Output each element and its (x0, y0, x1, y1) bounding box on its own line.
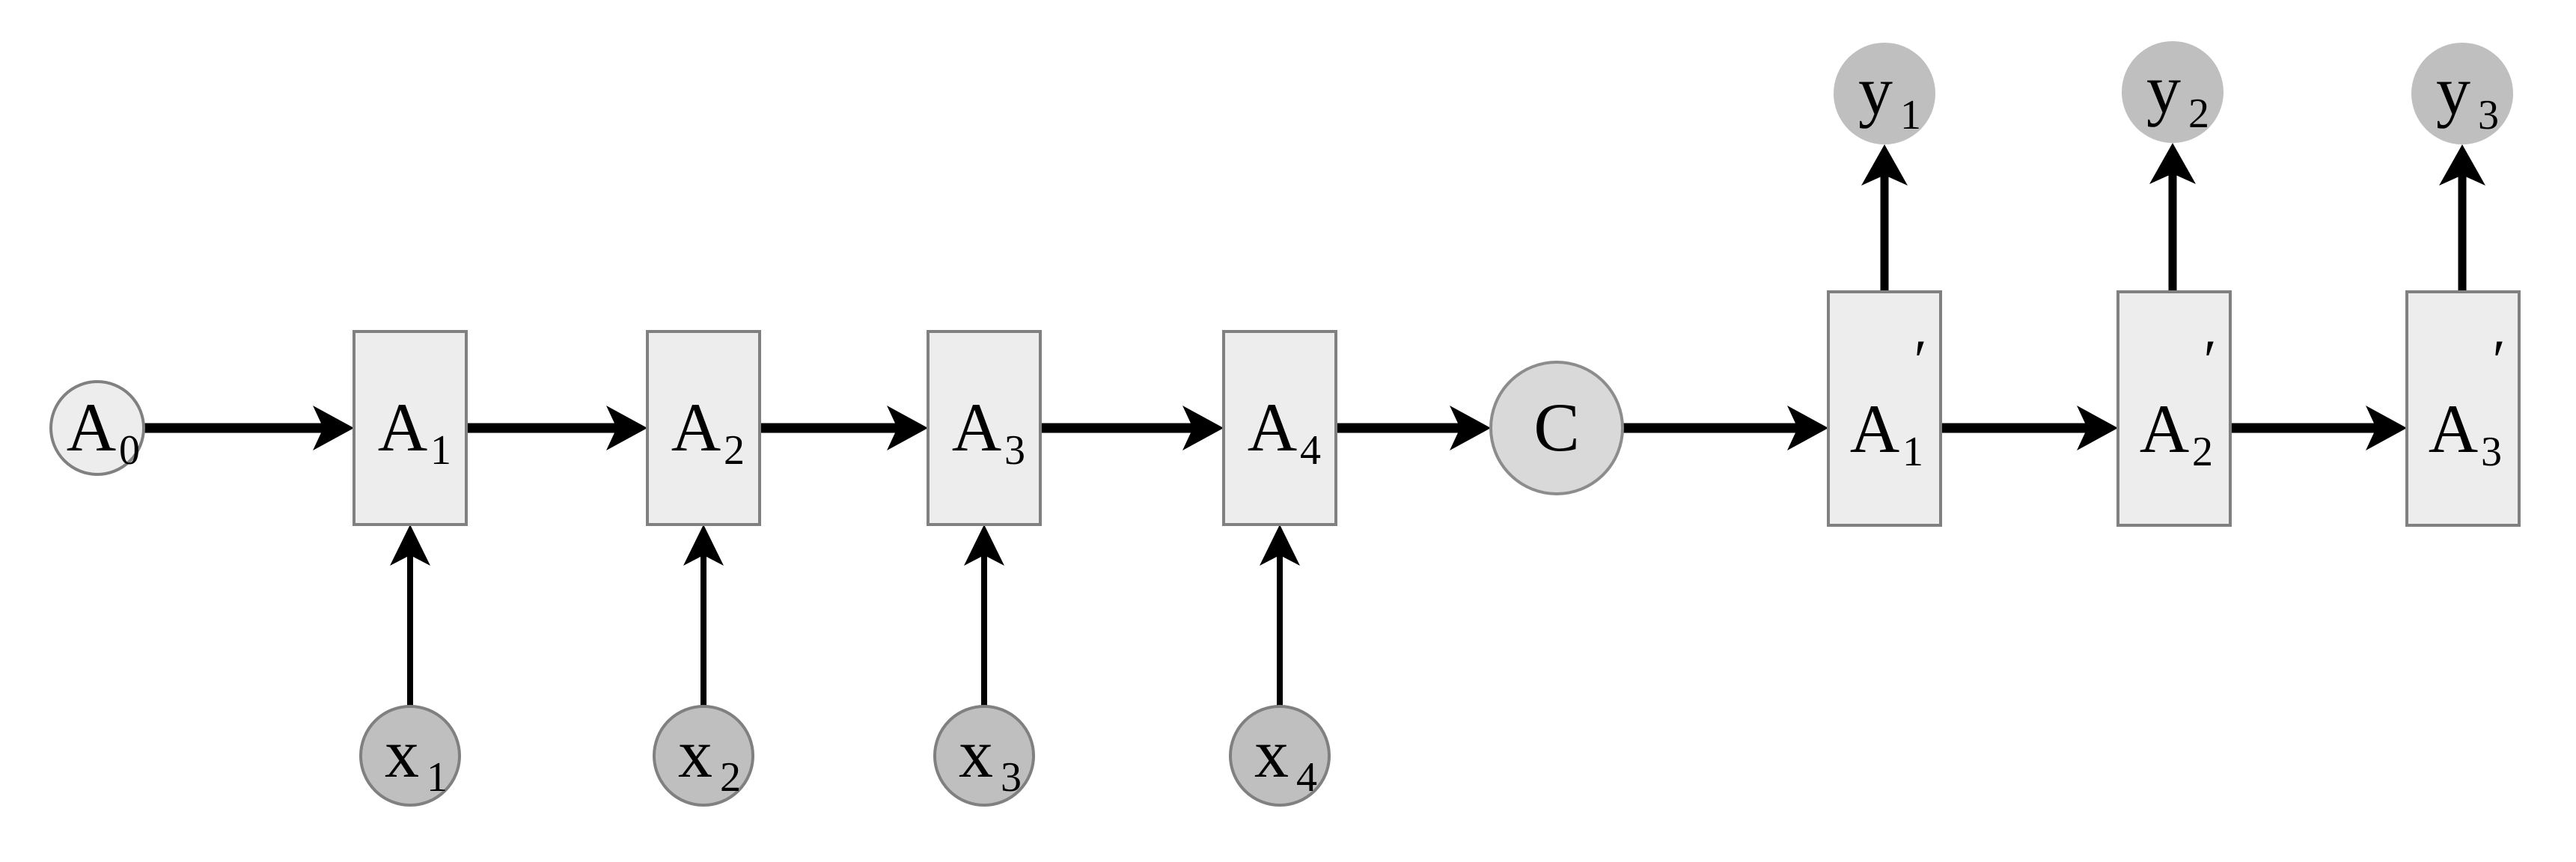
node-output-y1[interactable]: y 1 (1834, 43, 1935, 144)
node-shape-a3 (927, 330, 1042, 526)
node-sub-a3-prime: 3 (2481, 429, 2502, 475)
node-label-x2: x (678, 715, 712, 792)
node-label-x1: x (385, 715, 419, 792)
node-shape-a3-prime (2405, 290, 2521, 527)
edge-a1-to-a2 (466, 406, 647, 450)
node-prime-mark-a1-prime: ′ (1914, 328, 1926, 393)
node-label-a4: A (1248, 389, 1297, 465)
node-shape-y3 (2411, 43, 2513, 144)
node-output-y3[interactable]: y 3 (2411, 43, 2513, 144)
node-sub-y1: 1 (1900, 92, 1921, 138)
node-label-a2-prime: A (2140, 391, 2189, 467)
node-decoder-state-a1-prime[interactable]: A 1 ′ (1827, 290, 1942, 527)
node-shape-y1 (1834, 43, 1935, 144)
node-decoder-state-a3-prime[interactable]: A 3 ′ (2405, 290, 2521, 527)
node-sub-x1: 1 (427, 754, 448, 801)
node-shape-a0 (49, 380, 145, 476)
edge-a2-prime-to-a3-prime (2230, 406, 2407, 450)
edge-a1-prime-to-a2-prime (1941, 406, 2118, 450)
node-input-x2[interactable]: x 2 (653, 705, 754, 807)
node-shape-x3 (933, 705, 1035, 807)
node-shape-a4 (1222, 330, 1337, 526)
node-input-x3[interactable]: x 3 (933, 705, 1035, 807)
node-encoder-init-a0[interactable]: A 0 (49, 380, 145, 476)
edge-x2-to-a2 (683, 525, 724, 706)
edge-a2-prime-to-y2 (2149, 143, 2196, 292)
node-sub-a1-prime: 1 (1902, 429, 1923, 475)
node-sub-x2: 2 (720, 754, 741, 801)
node-encoder-state-a2[interactable]: A 2 (646, 330, 761, 526)
node-encoder-state-a1[interactable]: A 1 (352, 330, 468, 526)
node-input-x4[interactable]: x 4 (1229, 705, 1331, 807)
edge-a1-prime-to-y1 (1861, 144, 1908, 292)
node-sub-a2-prime: 2 (2192, 429, 2213, 475)
node-label-a3: A (952, 389, 1001, 465)
node-layer: A 0 A 1 A 2 A 3 A 4 (49, 41, 2521, 807)
edge-x1-to-a1 (390, 525, 430, 706)
node-decoder-state-a2-prime[interactable]: A 2 ′ (2116, 290, 2232, 527)
edge-a0-to-a1 (144, 406, 354, 450)
node-encoder-state-a4[interactable]: A 4 (1222, 330, 1337, 526)
node-sub-y2: 2 (2188, 91, 2209, 137)
node-input-x1[interactable]: x 1 (359, 705, 461, 807)
edge-a2-to-a3 (760, 406, 928, 450)
node-label-x3: x (959, 715, 993, 792)
node-label-a3-prime: A (2429, 391, 2478, 467)
node-shape-a1 (352, 330, 468, 526)
edge-a3-prime-to-y3 (2439, 144, 2485, 292)
node-prime-mark-a2-prime: ′ (2203, 328, 2216, 393)
node-shape-y2 (2122, 41, 2224, 143)
node-sub-a1: 1 (430, 427, 451, 474)
node-label-a1-prime: A (1850, 391, 1899, 467)
node-shape-a1-prime (1827, 290, 1942, 527)
node-shape-a2 (646, 330, 761, 526)
node-prime-mark-a3-prime: ′ (2492, 328, 2505, 393)
node-shape-x2 (653, 705, 754, 807)
edge-x4-to-a4 (1260, 525, 1300, 706)
node-sub-a4: 4 (1300, 427, 1321, 474)
node-sub-a2: 2 (724, 427, 745, 474)
node-label-a1: A (378, 389, 427, 465)
node-shape-c (1489, 361, 1624, 495)
node-shape-x4 (1229, 705, 1331, 807)
edge-a4-to-c (1336, 406, 1491, 450)
node-label-a2: A (671, 389, 721, 465)
node-label-y3: y (2436, 52, 2470, 129)
edge-x3-to-a3 (964, 525, 1004, 706)
node-shape-a2-prime (2116, 290, 2232, 527)
node-sub-x4: 4 (1296, 754, 1317, 801)
node-label-c: C (1533, 389, 1579, 465)
node-output-y2[interactable]: y 2 (2122, 41, 2224, 143)
node-context-c[interactable]: C (1489, 361, 1624, 495)
node-label-a0: A (67, 389, 116, 465)
node-sub-y3: 3 (2478, 92, 2499, 138)
edge-a3-to-a4 (1040, 406, 1224, 450)
node-label-x4: x (1254, 715, 1289, 792)
node-encoder-state-a3[interactable]: A 3 (927, 330, 1042, 526)
edge-c-to-a1-prime (1623, 406, 1828, 450)
node-label-y1: y (1858, 52, 1893, 129)
edge-layer (144, 143, 2485, 706)
node-sub-a3: 3 (1004, 427, 1025, 474)
node-sub-x3: 3 (1001, 754, 1022, 801)
node-sub-a0: 0 (119, 427, 140, 474)
node-shape-x1 (359, 705, 461, 807)
node-label-y2: y (2146, 51, 2181, 127)
